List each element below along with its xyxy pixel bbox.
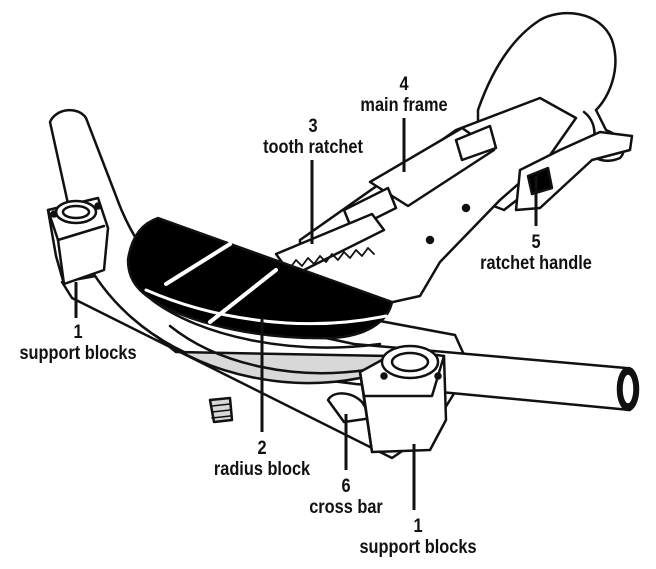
callout-cross-bar: 6 cross bar (309, 476, 383, 518)
callout-text: cross bar (309, 497, 383, 518)
callout-text: tooth ratchet (263, 137, 363, 158)
callout-tooth-ratchet: 3 tooth ratchet (263, 116, 363, 158)
callout-number: 2 (257, 438, 267, 459)
callout-text: support blocks (359, 537, 477, 558)
callout-text: radius block (213, 459, 311, 480)
callout-number: 6 (341, 476, 351, 497)
callout-number: 5 (531, 232, 541, 253)
callout-number: 3 (308, 116, 318, 137)
callout-text: support blocks (19, 343, 137, 364)
callout-ratchet-handle: 5 ratchet handle (480, 232, 592, 274)
callout-radius-block: 2 radius block (214, 438, 310, 480)
callout-main-frame: 4 main frame (360, 74, 447, 116)
callout-number: 4 (399, 74, 409, 95)
callout-support-blocks-right: 1 support blocks (359, 516, 476, 558)
callout-number: 1 (413, 516, 423, 537)
callout-text: main frame (360, 95, 448, 116)
callout-text: ratchet handle (480, 253, 592, 274)
callout-number: 1 (73, 322, 83, 343)
callout-support-blocks-left: 1 support blocks (19, 322, 136, 364)
